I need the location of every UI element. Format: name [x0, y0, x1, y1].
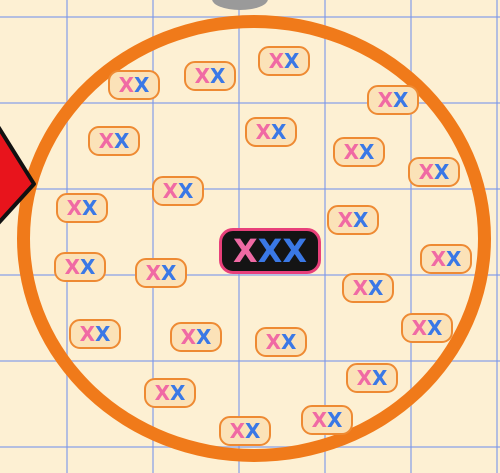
top-decoration — [212, 0, 268, 10]
chromosome-chip[interactable]: XX — [152, 176, 204, 206]
chromosome-chip[interactable]: XX — [170, 322, 222, 352]
x-chromosome-pink: X — [230, 419, 245, 443]
x-chromosome-pink: X — [412, 316, 427, 340]
chromosome-chip[interactable]: XX — [108, 70, 160, 100]
x-chromosome-blue: X — [327, 408, 342, 432]
x-chromosome-pink: X — [256, 120, 271, 144]
x-chromosome-blue: X — [114, 129, 129, 153]
x-chromosome-pink: X — [195, 64, 210, 88]
chromosome-chip[interactable]: XX — [342, 273, 394, 303]
x-chromosome-pink: X — [357, 366, 372, 390]
x-chromosome-blue: X — [210, 64, 225, 88]
x-chromosome-pink: X — [419, 160, 434, 184]
chromosome-chip[interactable]: XX — [401, 313, 453, 343]
x-chromosome-blue: X — [271, 120, 286, 144]
x-chromosome-pink: X — [65, 255, 80, 279]
chromosome-chip[interactable]: XX — [301, 405, 353, 435]
chromosome-chip[interactable]: XX — [255, 327, 307, 357]
x-chromosome-blue: X — [82, 196, 97, 220]
x-chromosome-blue: X — [284, 49, 299, 73]
x-chromosome-pink: X — [99, 129, 114, 153]
x-chromosome-blue: X — [258, 232, 283, 270]
x-chromosome-blue: X — [393, 88, 408, 112]
x-chromosome-blue: X — [353, 208, 368, 232]
chromosome-chip[interactable]: XX — [69, 319, 121, 349]
x-chromosome-pink: X — [181, 325, 196, 349]
x-chromosome-pink: X — [80, 322, 95, 346]
chromosome-chip[interactable]: XX — [408, 157, 460, 187]
x-chromosome-pink: X — [338, 208, 353, 232]
x-chromosome-pink: X — [67, 196, 82, 220]
chromosome-chip[interactable]: XX — [346, 363, 398, 393]
x-chromosome-blue: X — [178, 179, 193, 203]
x-chromosome-blue: X — [446, 247, 461, 271]
x-chromosome-pink: X — [344, 140, 359, 164]
chromosome-chip[interactable]: XX — [367, 85, 419, 115]
x-chromosome-pink: X — [119, 73, 134, 97]
chromosome-chip[interactable]: XX — [144, 378, 196, 408]
x-chromosome-pink: X — [266, 330, 281, 354]
x-chromosome-blue: X — [281, 330, 296, 354]
x-chromosome-blue: X — [95, 322, 110, 346]
x-chromosome-blue: X — [372, 366, 387, 390]
x-chromosome-pink: X — [163, 179, 178, 203]
x-chromosome-pink: X — [155, 381, 170, 405]
x-chromosome-pink: X — [312, 408, 327, 432]
chromosome-chip[interactable]: XX — [219, 416, 271, 446]
x-chromosome-pink: X — [269, 49, 284, 73]
selected-trisomy-chip[interactable]: XXX — [219, 228, 321, 274]
x-chromosome-pink: X — [233, 232, 258, 270]
chromosome-chip[interactable]: XX — [88, 126, 140, 156]
chromosome-chip[interactable]: XX — [184, 61, 236, 91]
x-chromosome-blue: X — [170, 381, 185, 405]
chromosome-chip[interactable]: XX — [54, 252, 106, 282]
x-chromosome-blue: X — [359, 140, 374, 164]
x-chromosome-pink: X — [378, 88, 393, 112]
x-chromosome-blue: X — [161, 261, 176, 285]
chromosome-chip[interactable]: XX — [327, 205, 379, 235]
x-chromosome-blue: X — [80, 255, 95, 279]
chromosome-chip[interactable]: XX — [420, 244, 472, 274]
x-chromosome-blue: X — [282, 232, 307, 270]
chromosome-chip[interactable]: XX — [333, 137, 385, 167]
chromosome-chip[interactable]: XX — [258, 46, 310, 76]
x-chromosome-blue: X — [368, 276, 383, 300]
chromosome-chip[interactable]: XX — [135, 258, 187, 288]
chromosome-chip[interactable]: XX — [56, 193, 108, 223]
x-chromosome-pink: X — [353, 276, 368, 300]
red-arrow-pointer-icon — [0, 112, 46, 232]
x-chromosome-pink: X — [431, 247, 446, 271]
x-chromosome-blue: X — [434, 160, 449, 184]
x-chromosome-blue: X — [427, 316, 442, 340]
chromosome-chip[interactable]: XX — [245, 117, 297, 147]
x-chromosome-blue: X — [134, 73, 149, 97]
x-chromosome-blue: X — [245, 419, 260, 443]
x-chromosome-pink: X — [146, 261, 161, 285]
x-chromosome-blue: X — [196, 325, 211, 349]
